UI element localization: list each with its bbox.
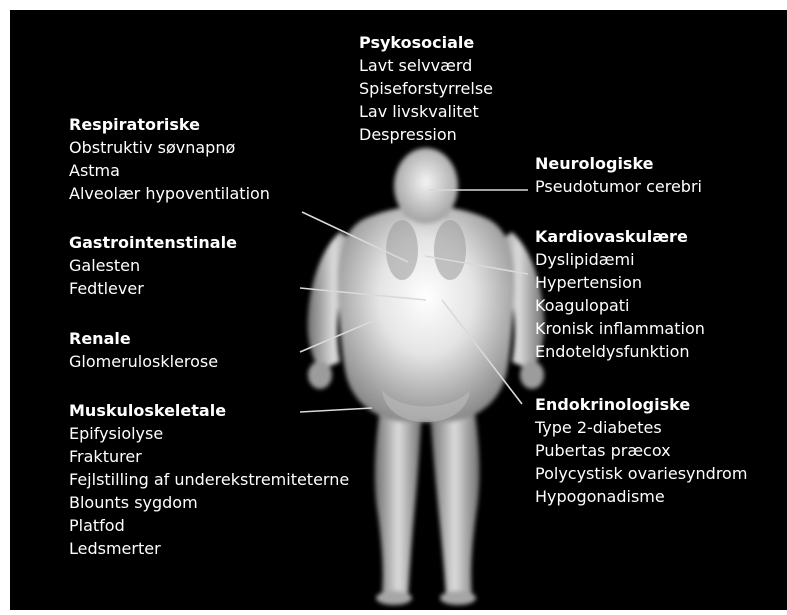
group-respiratoriske: Respiratoriske Obstruktiv søvnapnø Astma… xyxy=(69,113,270,205)
group-kardiovaskulaere: Kardiovaskulære Dyslipidæmi Hypertension… xyxy=(535,225,705,363)
group-heading: Renale xyxy=(69,327,218,350)
group-item: Pubertas præcox xyxy=(535,439,747,462)
group-psykosociale: Psykosociale Lavt selvværd Spiseforstyrr… xyxy=(359,31,493,146)
group-heading: Respiratoriske xyxy=(69,113,270,136)
group-item: Blounts sygdom xyxy=(69,491,349,514)
group-heading: Endokrinologiske xyxy=(535,393,747,416)
group-item: Type 2-diabetes xyxy=(535,416,747,439)
right-leg xyxy=(430,395,479,595)
group-heading: Gastrointenstinale xyxy=(69,231,237,254)
group-renale: Renale Glomerulosklerose xyxy=(69,327,218,373)
group-endokrinologiske: Endokrinologiske Type 2-diabetes Puberta… xyxy=(535,393,747,508)
group-item: Frakturer xyxy=(69,445,349,468)
group-item: Polycystisk ovariesyndrom xyxy=(535,462,747,485)
group-heading: Neurologiske xyxy=(535,152,702,175)
right-foot xyxy=(440,591,476,605)
left-foot xyxy=(376,591,412,605)
group-item: Alveolær hypoventilation xyxy=(69,182,270,205)
group-item: Epifysiolyse xyxy=(69,422,349,445)
left-leg xyxy=(375,395,422,595)
lung-left xyxy=(386,220,418,280)
group-item: Hypertension xyxy=(535,271,705,294)
group-heading: Kardiovaskulære xyxy=(535,225,705,248)
group-item: Ledsmerter xyxy=(69,537,349,560)
group-neurologiske: Neurologiske Pseudotumor cerebri xyxy=(535,152,702,198)
lung-right xyxy=(434,220,466,280)
group-item: Hypogonadisme xyxy=(535,485,747,508)
group-item: Spiseforstyrrelse xyxy=(359,77,493,100)
group-item: Astma xyxy=(69,159,270,182)
torso xyxy=(338,206,515,422)
group-item: Obstruktiv søvnapnø xyxy=(69,136,270,159)
group-item: Pseudotumor cerebri xyxy=(535,175,702,198)
group-item: Galesten xyxy=(69,254,237,277)
right-hand xyxy=(520,361,544,389)
group-heading: Muskuloskeletale xyxy=(69,399,349,422)
group-item: Lav livskvalitet xyxy=(359,100,493,123)
group-item: Platfod xyxy=(69,514,349,537)
diagram-canvas: Psykosociale Lavt selvværd Spiseforstyrr… xyxy=(10,10,787,610)
group-item: Dyslipidæmi xyxy=(535,248,705,271)
head xyxy=(394,148,458,224)
group-item: Lavt selvværd xyxy=(359,54,493,77)
group-item: Fejlstilling af underekstremiteterne xyxy=(69,468,349,491)
group-muskuloskeletale: Muskuloskeletale Epifysiolyse Frakturer … xyxy=(69,399,349,560)
group-gastrointestinale: Gastrointenstinale Galesten Fedtlever xyxy=(69,231,237,300)
group-heading: Psykosociale xyxy=(359,31,493,54)
group-item: Endoteldysfunktion xyxy=(535,340,705,363)
group-item: Despression xyxy=(359,123,493,146)
group-item: Kronisk inflammation xyxy=(535,317,705,340)
left-hand xyxy=(308,361,332,389)
group-item: Glomerulosklerose xyxy=(69,350,218,373)
group-item: Koagulopati xyxy=(535,294,705,317)
group-item: Fedtlever xyxy=(69,277,237,300)
